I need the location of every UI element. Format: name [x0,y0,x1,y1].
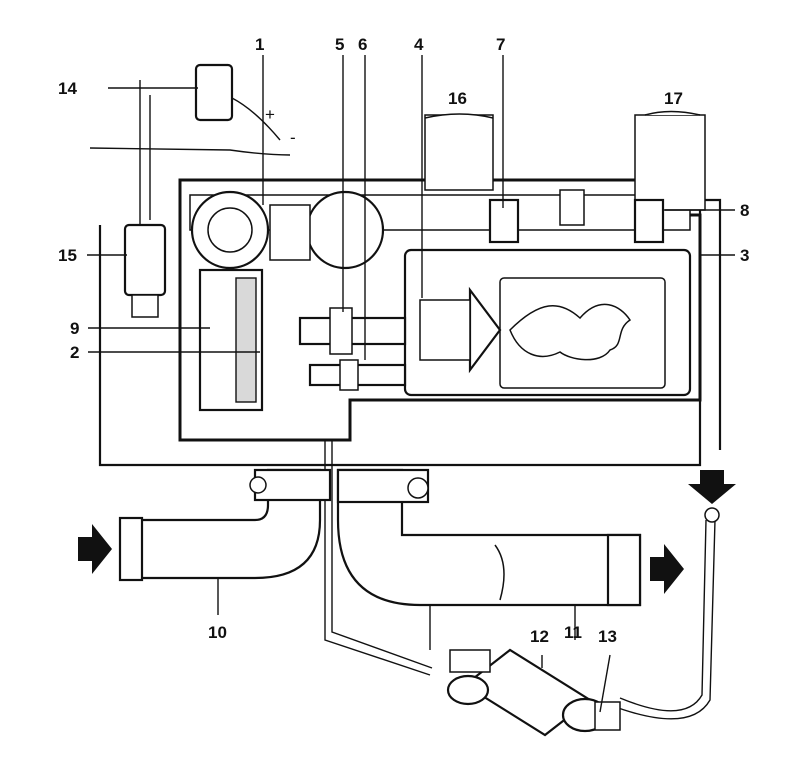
blower-motor [190,190,385,270]
label-13: 13 [598,627,617,646]
fuel-pump [446,648,621,737]
fuel-line [324,440,720,720]
control-unit [198,268,264,412]
fuel-inlet-arrow [688,470,736,504]
label-7: 7 [496,35,505,54]
label-2: 2 [70,343,79,362]
label-4: 4 [414,35,424,54]
label-12: 12 [530,627,549,646]
terminal-plus: + [265,105,275,124]
combustion-chamber [403,248,692,397]
glow-plug [298,307,407,391]
hose-clamps [249,468,430,504]
label-1: 1 [255,35,264,54]
label-11: 11 [564,623,582,642]
label-6: 6 [358,35,367,54]
terminal-minus: - [290,128,296,147]
label-17: 17 [664,89,683,108]
label-14: 14 [58,79,77,98]
outlet-arrow [650,544,684,594]
label-16: 16 [448,89,467,108]
label-15: 15 [58,246,77,265]
part-labels: 1 5 6 4 7 14 16 17 8 15 3 9 2 10 11 12 1… [58,35,749,646]
outlet-hose [336,468,642,607]
label-5: 5 [335,35,344,54]
temperature-sensor [123,223,167,318]
label-10: 10 [208,623,227,642]
leader-lines [87,55,735,713]
fasteners [488,189,665,244]
label-8: 8 [740,201,749,220]
fuse-holder [89,63,291,225]
flow-arrows [78,470,736,594]
label-3: 3 [740,246,749,265]
label-9: 9 [70,319,79,338]
inlet-arrow [78,524,112,574]
